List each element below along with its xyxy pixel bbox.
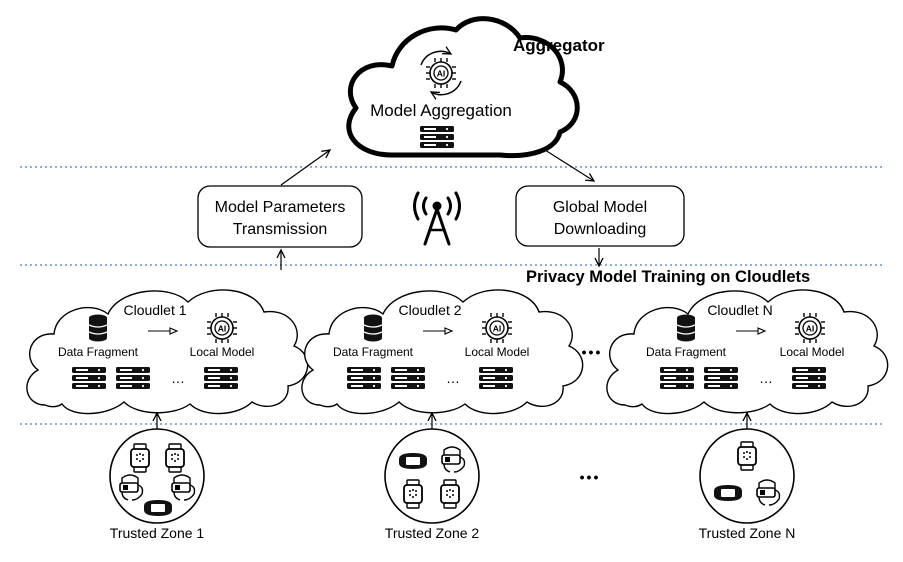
database-icon [363, 313, 383, 343]
smartwatch-icon [403, 479, 423, 509]
model-aggregation-label: Model Aggregation [370, 101, 512, 120]
svg-text:Model Parameters: Model Parameters [215, 199, 346, 216]
cloudlet-name: Cloudlet N [707, 302, 772, 318]
data-fragment-label: Data Fragment [58, 345, 139, 359]
server-rack-icon [420, 126, 454, 148]
zone-ellipsis: ••• [580, 469, 601, 485]
cloudlet-1: Cloudlet 1 Data Fragment AI Local Model … [26, 289, 309, 415]
fitness-band-icon [399, 453, 427, 469]
database-icon [88, 313, 108, 343]
small-ellipsis: … [171, 370, 185, 386]
zone-arrows [157, 413, 747, 431]
smartwatch-icon [130, 443, 150, 473]
fitness-band-icon [144, 500, 172, 516]
ai-chip-icon: AI [481, 312, 513, 344]
server-rack-icon [116, 367, 150, 389]
trusted-zone-n: Trusted Zone N [699, 428, 796, 541]
flow-arrows [281, 150, 599, 270]
svg-text:Downloading: Downloading [554, 221, 647, 238]
local-model-label: Local Model [190, 345, 255, 359]
model-parameters-transmission-box: Model Parameters Transmission [197, 185, 363, 248]
server-rack-icon [72, 367, 106, 389]
server-rack-icon [204, 367, 238, 389]
ai-chip-icon: AI [794, 312, 826, 344]
smartwatch-icon [165, 443, 185, 473]
antenna-tower-icon [413, 191, 461, 246]
svg-text:Transmission: Transmission [233, 221, 328, 238]
smartwatch-icon [737, 441, 757, 471]
data-fragment-label: Data Fragment [646, 345, 727, 359]
arrow-to-model [736, 327, 767, 335]
zone-label: Trusted Zone N [699, 525, 796, 541]
separator-lines [20, 166, 883, 425]
local-model-label: Local Model [780, 345, 845, 359]
cloudlet-n: Cloudlet N Data Fragment AI Local Model … [606, 289, 889, 415]
svg-text:Global Model: Global Model [553, 199, 647, 216]
small-ellipsis: … [759, 370, 773, 386]
cloudlet-name: Cloudlet 1 [123, 302, 186, 318]
arrow-to-model [423, 327, 454, 335]
section-title: Privacy Model Training on Cloudlets [526, 268, 810, 286]
server-rack-icon [704, 367, 738, 389]
zone-label: Trusted Zone 2 [385, 525, 480, 541]
svg-text:AI: AI [806, 324, 815, 334]
zone-label: Trusted Zone 1 [110, 525, 205, 541]
database-icon [676, 313, 696, 343]
ai-chip-icon: AI [206, 312, 238, 344]
server-rack-icon [792, 367, 826, 389]
ai-icon: AI [420, 51, 462, 94]
svg-text:AI: AI [493, 324, 502, 334]
server-rack-icon [479, 367, 513, 389]
server-rack-icon [347, 367, 381, 389]
svg-text:AI: AI [218, 324, 227, 334]
aggregator-cloud: AI Model Aggregation [346, 16, 580, 159]
smartwatch-icon [440, 479, 460, 509]
cloudlet-2: Cloudlet 2 Data Fragment AI Local Model … [301, 289, 584, 415]
trusted-zone-1: Trusted Zone 1 [109, 428, 205, 541]
aggregator-title: Aggregator [513, 36, 605, 55]
cloudlet-name: Cloudlet 2 [398, 302, 461, 318]
data-fragment-label: Data Fragment [333, 345, 414, 359]
trusted-zone-2: Trusted Zone 2 [384, 428, 480, 541]
cloudlet-ellipsis: ••• [582, 344, 603, 360]
server-rack-icon [391, 367, 425, 389]
fitness-band-icon [714, 485, 742, 501]
server-rack-icon [660, 367, 694, 389]
global-model-downloading-box: Global Model Downloading [515, 185, 685, 247]
arrow-to-model [148, 327, 179, 335]
ai-badge: AI [437, 69, 446, 79]
small-ellipsis: … [446, 370, 460, 386]
local-model-label: Local Model [465, 345, 530, 359]
